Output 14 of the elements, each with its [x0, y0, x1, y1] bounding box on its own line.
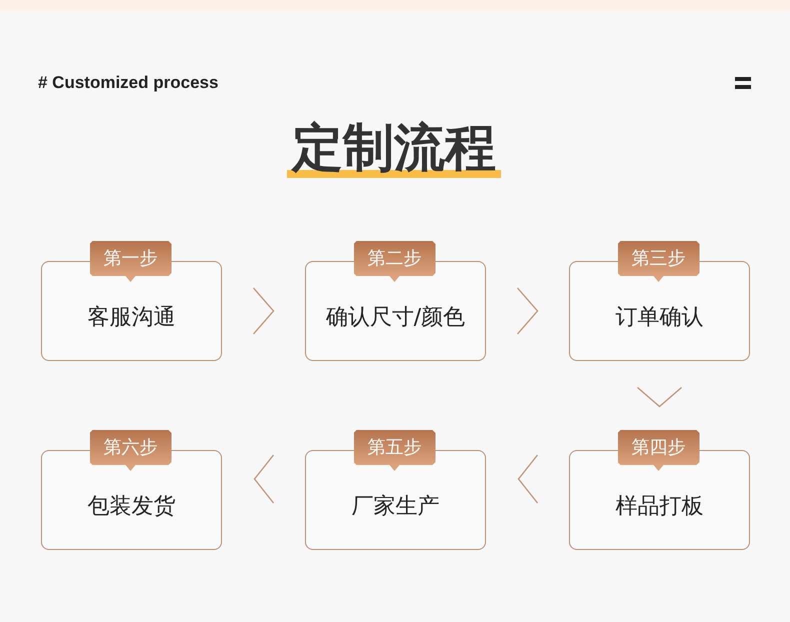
step-badge: 第六步 — [90, 430, 172, 471]
step-text: 厂家生产 — [350, 493, 440, 521]
title: 定制流程 — [287, 122, 501, 178]
step-badge: 第一步 — [90, 241, 172, 282]
section-heading: # Customized process — [38, 72, 218, 94]
step-text: 样品打板 — [614, 493, 704, 521]
step-badge: 第四步 — [618, 430, 700, 471]
step-text: 订单确认 — [614, 304, 704, 332]
step-text: 确认尺寸/颜色 — [324, 304, 466, 332]
step-text: 客服沟通 — [86, 304, 176, 332]
step-badge: 第二步 — [354, 241, 436, 282]
step-badge: 第五步 — [354, 430, 436, 471]
step-badge: 第三步 — [618, 241, 700, 282]
step-text: 包装发货 — [86, 493, 176, 521]
